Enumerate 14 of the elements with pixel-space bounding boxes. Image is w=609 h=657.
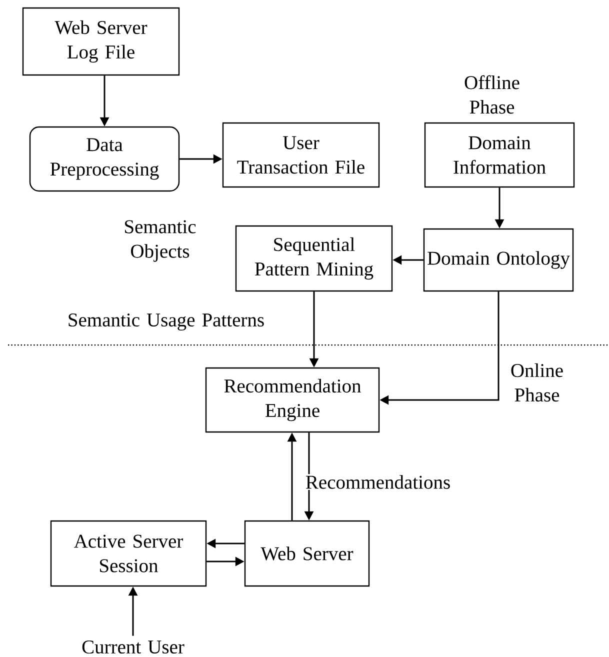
phase-label: Semantic Usage Patterns <box>68 313 264 331</box>
process-box: User Transaction File <box>222 122 380 188</box>
process-box: Web Server <box>244 520 370 587</box>
process-box: Recommendation Engine <box>205 367 380 433</box>
process-box: Domain Information <box>424 122 575 188</box>
phase-label: Online Phase <box>511 363 563 402</box>
input-label: Current User <box>82 640 184 654</box>
process-box: Web Server Log File <box>22 7 180 76</box>
process-box: Sequential Pattern Mining <box>235 225 393 292</box>
process-box: Active Server Session <box>50 520 207 587</box>
phase-label: Semantic Objects <box>125 220 196 262</box>
process-box: Domain Ontology <box>423 228 574 292</box>
rounded-process-box: Data Preprocessing <box>29 126 180 192</box>
edge-label: Recommendations <box>304 474 452 490</box>
